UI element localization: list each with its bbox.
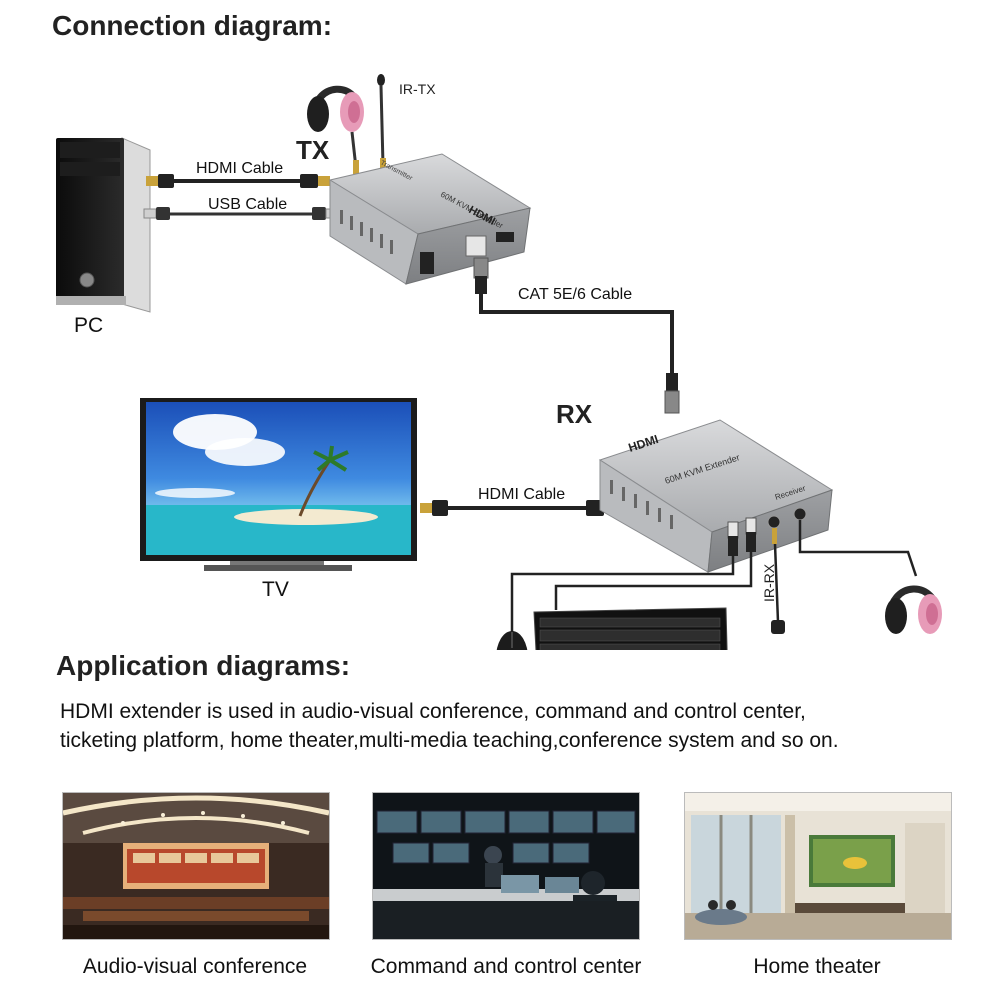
ir-rx-sensor-icon (771, 528, 785, 634)
hdmi-cable-rx-label: HDMI Cable (478, 486, 566, 503)
usb-device-cables (510, 532, 756, 632)
tx-label: TX (296, 135, 330, 165)
rx-label: RX (556, 399, 593, 429)
cat-cable (473, 257, 680, 414)
command-center-photo (372, 792, 640, 940)
conference-photo (62, 792, 330, 940)
mouse-icon (496, 631, 528, 650)
home-theater-photo (684, 792, 952, 940)
application-description: HDMI extender is used in audio-visual co… (60, 697, 839, 755)
application-diagrams-title: Application diagrams: (56, 650, 351, 681)
tv-label: TV (262, 578, 289, 601)
tv-icon (140, 398, 417, 571)
description-line-1: HDMI extender is used in audio-visual co… (60, 700, 806, 723)
hdmi-cable-tx-label: HDMI Cable (196, 160, 284, 177)
connection-diagram: IR-TX TX 60M KVM Extender HDMI Transmitt… (56, 74, 942, 650)
pc-tower-icon (56, 137, 151, 313)
ir-tx-label: IR-TX (399, 81, 436, 97)
description-line-2: ticketing platform, home theater,multi-m… (60, 729, 839, 752)
tx-extender-device: 60M KVM Extender HDMI Transmitter (328, 153, 532, 285)
keyboard-icon (533, 607, 728, 650)
rx-headphones-icon (885, 585, 942, 634)
hdmi-cable-tx (146, 174, 330, 188)
pc-label: PC (74, 314, 104, 337)
tx-headphones-icon (307, 85, 364, 174)
cat-cable-label: CAT 5E/6 Cable (518, 286, 632, 303)
caption-audio-visual-conference: Audio-visual conference (82, 955, 308, 978)
caption-home-theater: Home theater (753, 955, 881, 978)
rx-audio-cable (798, 520, 918, 577)
usb-cable-label: USB Cable (208, 196, 288, 213)
ir-tx-sensor-icon (377, 74, 386, 174)
connection-diagram-title: Connection diagram: (52, 10, 333, 41)
ir-rx-label: IR-RX (761, 563, 777, 602)
rx-extender-device: HDMI 60M KVM Extender Receiver (598, 419, 834, 573)
usb-cable (143, 207, 337, 220)
caption-command-control-center: Command and control center (370, 955, 642, 978)
